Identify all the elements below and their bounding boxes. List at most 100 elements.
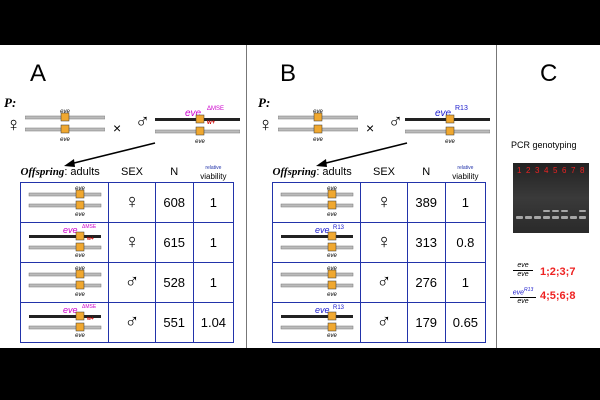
svg-text:eve: eve — [75, 186, 85, 192]
pcr-gel-image: 1 2 3 4 5 6 7 8 — [513, 163, 589, 233]
n-cell: 276 — [406, 261, 446, 303]
svg-text:eve: eve — [327, 212, 337, 218]
allele-label: eve — [185, 108, 202, 119]
svg-text:eve: eve — [313, 109, 323, 115]
svg-text:R13: R13 — [333, 225, 345, 231]
lane-label: 3 — [535, 166, 540, 175]
genotype-cell: eve eve — [19, 181, 110, 223]
marker-label: w+ — [206, 120, 216, 126]
genotype-cell: eve eve — [19, 261, 110, 303]
legend-lanes-r13: 4;5;6;8 — [540, 290, 576, 302]
genotype-cell: eve ΔMSE w+ eve — [19, 301, 110, 343]
table-row: eve R13 eve ♂ 179 0.65 — [271, 301, 487, 343]
panel-b-male-chromosomes: eve R13 eve — [405, 105, 490, 145]
sex-cell: ♂ — [108, 261, 156, 303]
panel-b-arrow — [316, 142, 408, 167]
panel-a-cross-symbol: × — [113, 120, 122, 136]
svg-text:eve: eve — [75, 253, 85, 258]
svg-text:w+: w+ — [86, 236, 94, 242]
col-n-header: N — [170, 165, 179, 178]
table-row: eve eve ♂ 528 1 — [19, 261, 235, 303]
panel-b-female-parent-symbol: ♀ — [258, 114, 273, 136]
table-row: eve R13 eve ♀ 313 0.8 — [271, 221, 487, 263]
panel-a-letter: A — [30, 60, 47, 87]
panel-a-male-chromosomes: eve ΔMSE w+ eve — [155, 106, 240, 145]
table-row: eve ΔMSE w+ eve ♀ 615 1 — [19, 221, 235, 263]
panel-b-parent-label: P: — [258, 95, 271, 110]
viability-cell: 0.65 — [444, 301, 487, 343]
svg-text:ΔMSE: ΔMSE — [82, 304, 97, 310]
svg-text:eve: eve — [327, 292, 337, 298]
n-cell: 615 — [154, 221, 194, 263]
offspring-header: Offspring: adults — [20, 165, 100, 178]
table-row: eve eve ♂ 276 1 — [271, 261, 487, 303]
svg-text:eve: eve — [445, 139, 455, 145]
svg-text:eve: eve — [327, 333, 337, 338]
sex-cell: ♂ — [360, 301, 408, 343]
allele-superscript: ΔMSE — [207, 106, 224, 112]
sex-cell: ♀ — [108, 221, 156, 263]
svg-text:eve: eve — [315, 225, 330, 235]
svg-text:eve: eve — [75, 266, 85, 272]
legend-genotype-r13: eveR13 eve — [510, 286, 536, 306]
genotype-allele-wt: eve R13 eve — [280, 225, 353, 259]
lane-label: 7 — [571, 166, 576, 175]
lane-label: 5 — [553, 166, 558, 175]
svg-text:ΔMSE: ΔMSE — [82, 224, 97, 230]
table-row: eve eve ♀ 608 1 — [19, 181, 235, 223]
svg-text:eve: eve — [327, 253, 337, 258]
viability-cell: 1 — [192, 261, 235, 303]
panel-a-male-parent-symbol: ♂ — [135, 111, 150, 133]
lane-label: 8 — [580, 166, 585, 175]
panel-b-table: Offspring: adults SEX N relative viabili… — [271, 162, 487, 343]
lane-label: 4 — [544, 166, 549, 175]
svg-text:eve: eve — [75, 333, 85, 338]
panel-b-male-parent-symbol: ♂ — [388, 111, 403, 133]
genotype-wt-wt: eve eve — [280, 186, 353, 218]
panel-a-table: Offspring: adults SEX N relative viabili… — [19, 162, 235, 343]
genotype-cell: eve eve — [271, 261, 362, 303]
gel-lane-labels: 1 2 3 4 5 6 7 8 — [517, 166, 585, 175]
table-row: eve eve ♀ 389 1 — [271, 181, 487, 223]
panel-a-arrow — [64, 142, 156, 167]
svg-text:eve: eve — [315, 305, 330, 315]
col-sex-header: SEX — [373, 165, 396, 178]
divider-bc — [496, 45, 497, 348]
genotype-allele-y: eve ΔMSE w+ eve — [28, 304, 101, 339]
svg-text:eve: eve — [75, 212, 85, 218]
genotype-allele-y: eve R13 eve — [280, 305, 353, 339]
panel-b-female-chromosomes: eve eve — [278, 109, 358, 143]
col-sex-header: SEX — [121, 165, 144, 178]
svg-text:eve: eve — [435, 108, 452, 119]
viability-cell: 1.04 — [192, 301, 235, 343]
panel-c-letter: C — [540, 60, 558, 87]
panel-a-female-parent-symbol: ♀ — [6, 114, 21, 136]
svg-text:eve: eve — [75, 292, 85, 298]
n-cell: 179 — [406, 301, 446, 343]
sex-cell: ♀ — [360, 181, 408, 223]
svg-text:eve: eve — [327, 186, 337, 192]
gene-label: eve — [195, 139, 205, 145]
gene-label: eve — [60, 137, 70, 143]
svg-text:eve: eve — [313, 137, 323, 143]
legend-genotype-wt: eve eve — [513, 262, 533, 279]
genotype-cell: eve eve — [271, 181, 362, 223]
viability-cell: 1 — [444, 261, 487, 303]
sex-cell: ♀ — [360, 221, 408, 263]
n-cell: 608 — [154, 181, 194, 223]
table-row: eve ΔMSE w+ eve ♂ 551 1.04 — [19, 301, 235, 343]
sex-cell: ♀ — [108, 181, 156, 223]
genotype-wt-wt: eve eve — [28, 186, 101, 218]
gel-bands — [516, 210, 586, 219]
svg-text:w+: w+ — [86, 316, 94, 322]
offspring-header: Offspring: adults — [272, 165, 352, 178]
viability-cell: 1 — [192, 181, 235, 223]
svg-text:R13: R13 — [333, 305, 345, 311]
viability-cell: 1 — [192, 221, 235, 263]
panel-a-parent-label: P: — [4, 95, 17, 110]
svg-text:eve: eve — [63, 305, 78, 315]
n-cell: 313 — [406, 221, 446, 263]
panel-b-cross-symbol: × — [366, 120, 375, 136]
lane-label: 2 — [526, 166, 531, 175]
panel-b-letter: B — [280, 60, 297, 87]
